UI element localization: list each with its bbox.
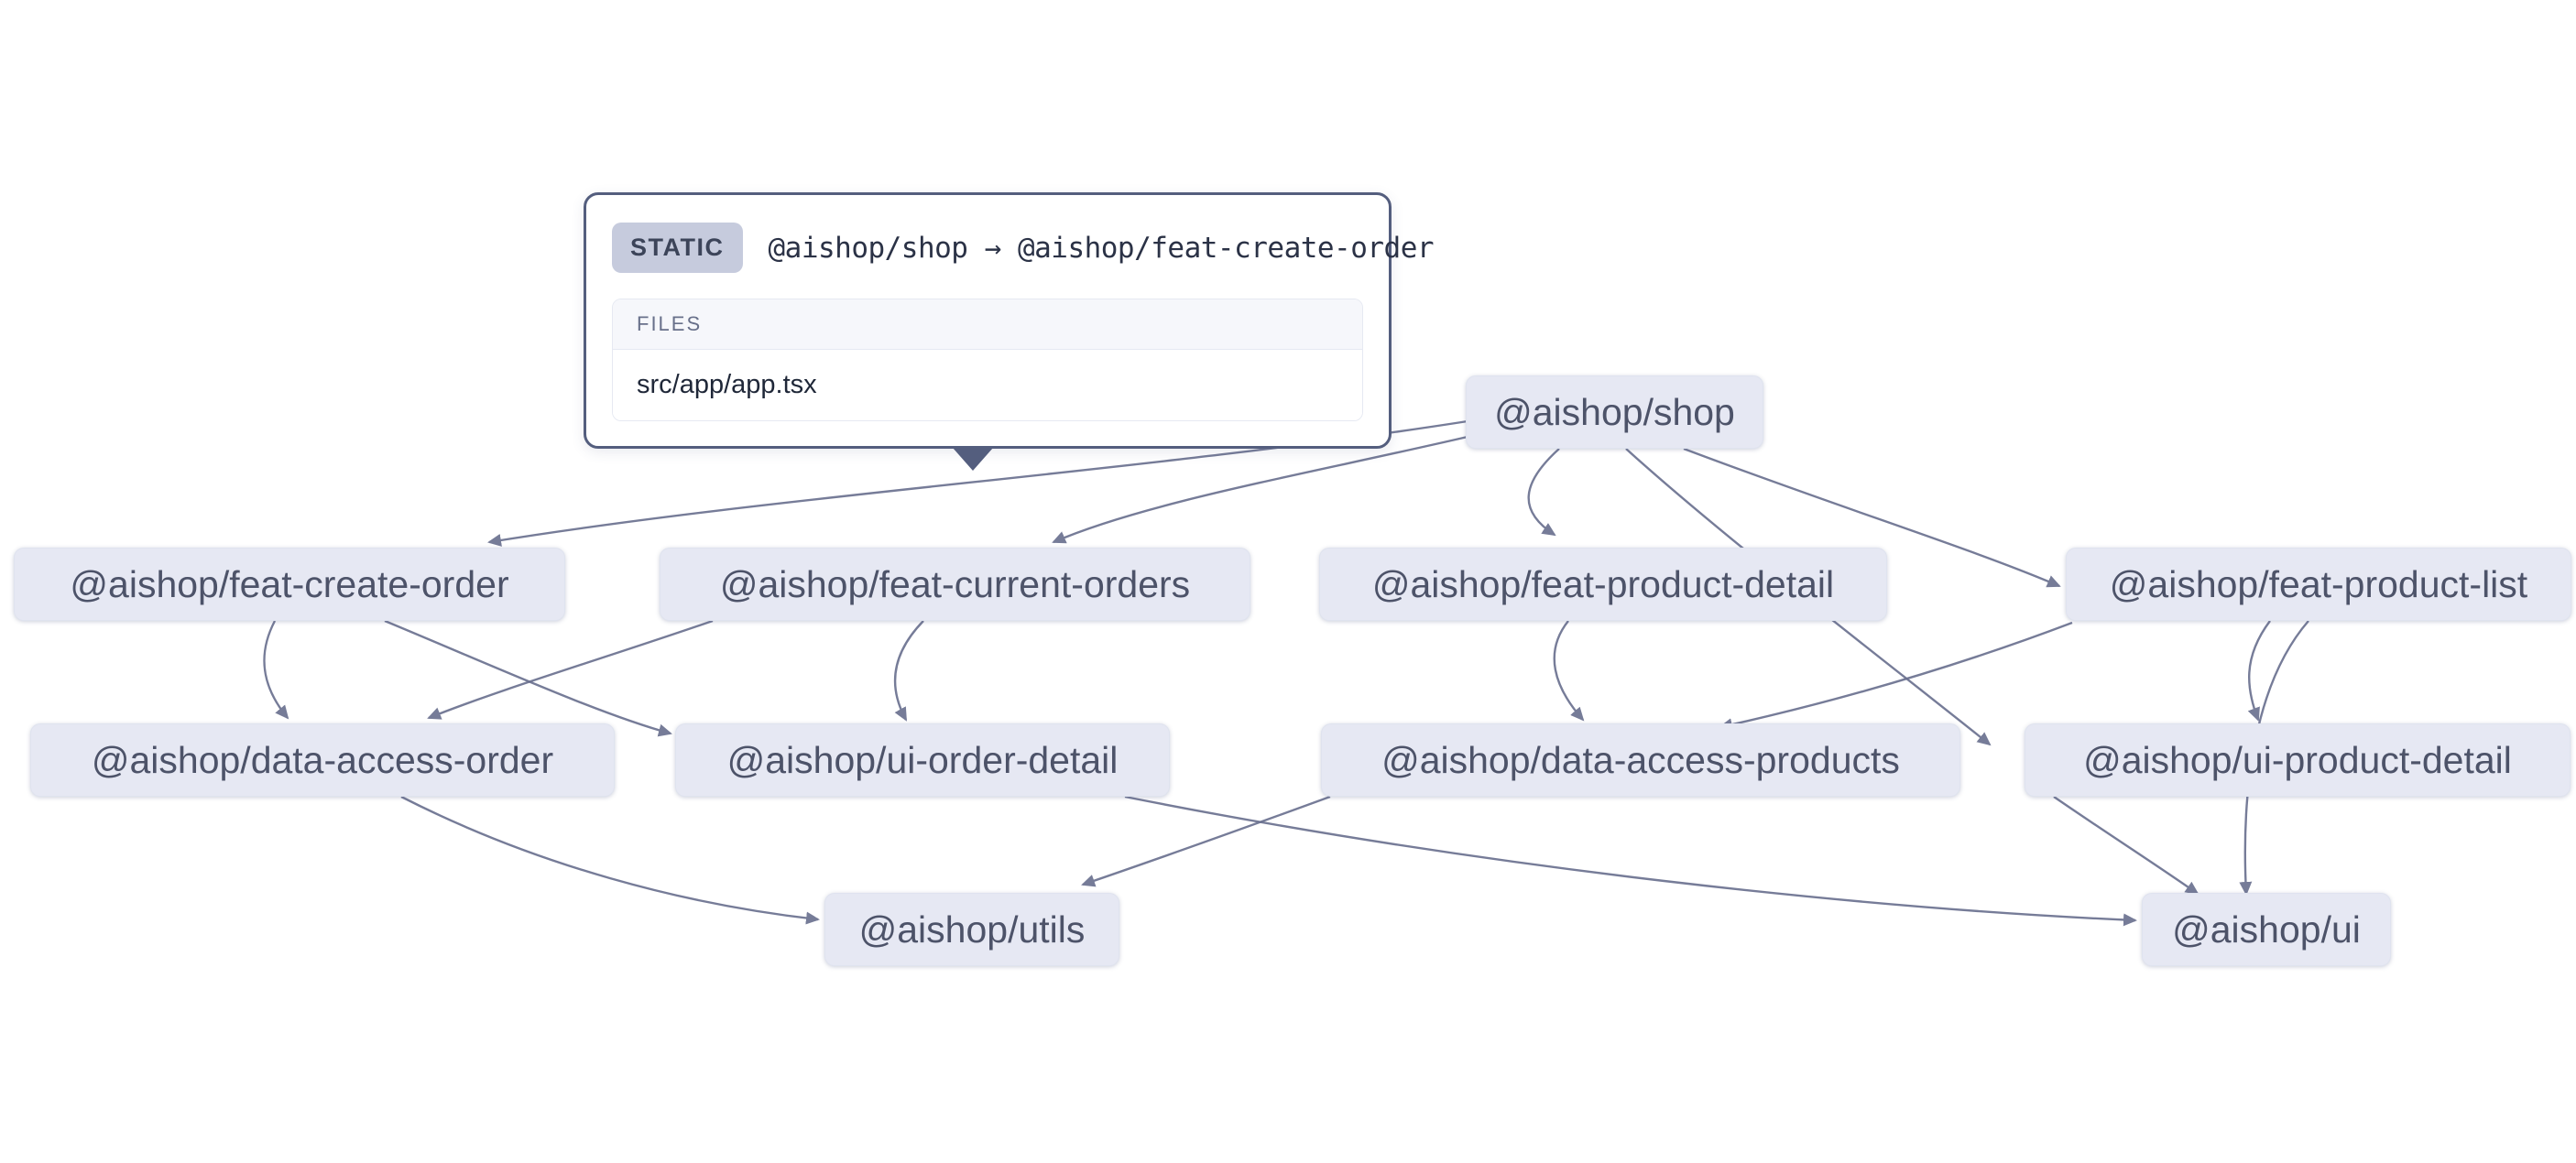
graph-node-data-access-order[interactable]: @aishop/data-access-order (30, 723, 615, 797)
edge-feat-create-order-to-ui-order-detail[interactable] (384, 619, 672, 737)
edge-feat-product-detail-to-data-access-products[interactable] (1553, 620, 1585, 722)
edge-feat-product-list-to-ui-product-detail[interactable] (2247, 620, 2271, 722)
edge-shop-to-feat-current-orders[interactable] (1052, 435, 1468, 544)
graph-node-ui-product-detail[interactable]: @aishop/ui-product-detail (2025, 723, 2571, 797)
graph-node-feat-product-list[interactable]: @aishop/feat-product-list (2066, 548, 2571, 621)
edge-feat-current-orders-to-data-access-order[interactable] (427, 619, 714, 720)
edge-group (263, 419, 2309, 927)
graph-node-ui-order-detail[interactable]: @aishop/ui-order-detail (675, 723, 1170, 797)
tooltip-pointer-icon (953, 448, 993, 471)
edge-data-access-order-to-utils[interactable] (400, 795, 820, 925)
edge-data-access-products-to-utils[interactable] (1081, 795, 1331, 887)
files-header: FILES (613, 299, 1362, 350)
tooltip-header-row: STATIC @aishop/shop → @aishop/feat-creat… (612, 223, 1435, 273)
file-path: src/app/app.tsx (613, 350, 1362, 420)
graph-node-feat-product-detail[interactable]: @aishop/feat-product-detail (1319, 548, 1887, 621)
graph-node-shop[interactable]: @aishop/shop (1466, 375, 1763, 449)
edge-feat-create-order-to-data-access-order[interactable] (263, 620, 289, 720)
edge-tooltip: STATIC @aishop/shop → @aishop/feat-creat… (584, 192, 1435, 449)
edge-feat-current-orders-to-ui-order-detail[interactable] (893, 620, 924, 722)
graph-node-feat-current-orders[interactable]: @aishop/feat-current-orders (660, 548, 1250, 621)
dependency-type-badge: STATIC (612, 223, 743, 273)
graph-node-data-access-products[interactable]: @aishop/data-access-products (1321, 723, 1960, 797)
graph-node-feat-create-order[interactable]: @aishop/feat-create-order (14, 548, 565, 621)
edge-shop-to-feat-product-list[interactable] (1683, 447, 2061, 588)
graph-node-ui[interactable]: @aishop/ui (2142, 893, 2391, 966)
edge-shop-to-feat-product-detail[interactable] (1527, 448, 1560, 537)
graph-node-utils[interactable]: @aishop/utils (824, 893, 1119, 966)
edge-ui-order-detail-to-ui[interactable] (1124, 795, 2137, 927)
edge-ui-product-detail-to-ui[interactable] (2053, 796, 2199, 896)
files-box: FILES src/app/app.tsx (612, 299, 1363, 421)
edge-feat-product-list-to-data-access-products[interactable] (1719, 621, 2073, 732)
dependency-relationship: @aishop/shop → @aishop/feat-create-order (768, 231, 1435, 265)
